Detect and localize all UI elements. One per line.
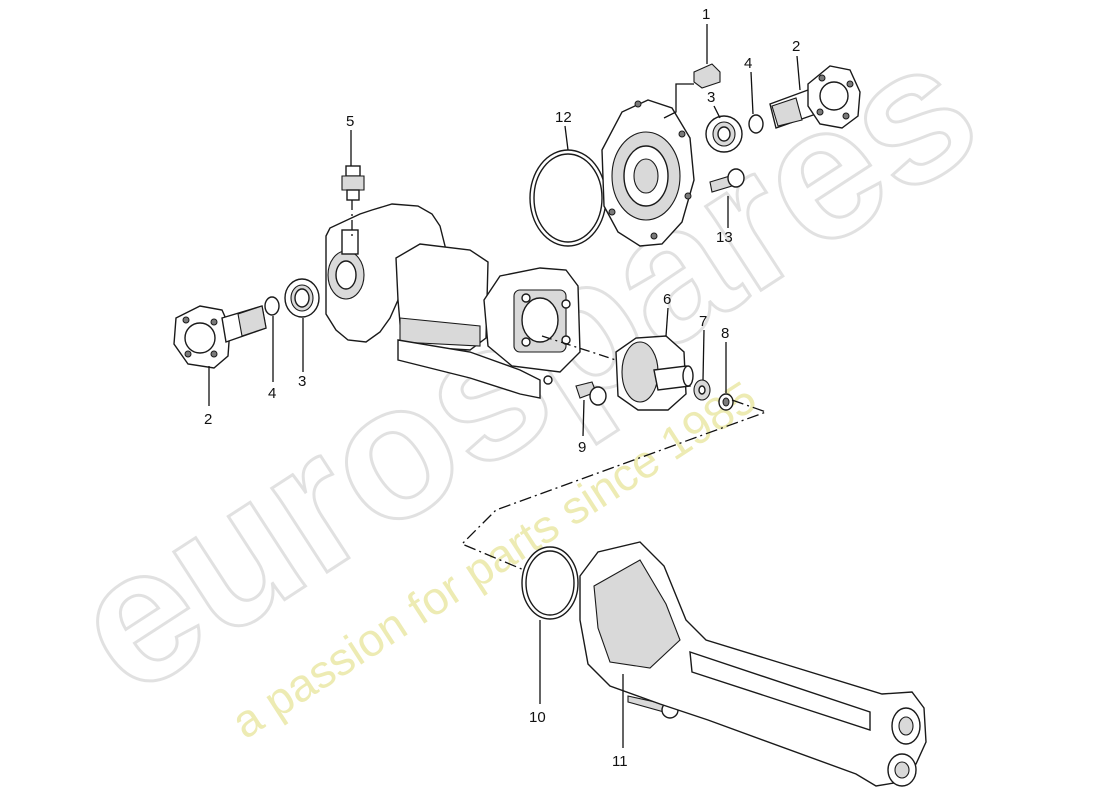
bearing-right-part-3[interactable] bbox=[705, 115, 743, 153]
bearing-cover[interactable] bbox=[601, 99, 695, 247]
leader-lines bbox=[208, 24, 801, 748]
callout-2-right: 2 bbox=[792, 38, 800, 55]
callout-13: 13 bbox=[716, 229, 733, 246]
bolt-part-13[interactable] bbox=[709, 168, 745, 193]
large-o-ring-part-12[interactable] bbox=[529, 149, 607, 247]
callout-2-left: 2 bbox=[204, 411, 212, 428]
callout-3-left: 3 bbox=[298, 373, 306, 390]
transaxle-tube[interactable] bbox=[579, 541, 927, 787]
nut-part-8[interactable] bbox=[718, 393, 734, 411]
o-ring-left-part-4[interactable] bbox=[264, 296, 280, 316]
callout-6: 6 bbox=[663, 291, 671, 308]
drain-plug-part-9[interactable] bbox=[575, 381, 607, 406]
o-ring-right-part-4[interactable] bbox=[748, 114, 764, 134]
callout-10: 10 bbox=[529, 709, 546, 726]
callout-11: 11 bbox=[612, 753, 628, 770]
transmission-housing[interactable] bbox=[325, 203, 581, 399]
callout-8: 8 bbox=[721, 325, 729, 342]
callout-4-right: 4 bbox=[744, 55, 752, 72]
washer-part-7[interactable] bbox=[693, 379, 711, 401]
callout-7: 7 bbox=[699, 313, 707, 330]
o-ring-lower-part-10[interactable] bbox=[521, 546, 579, 620]
gear-drum-part-6[interactable] bbox=[615, 335, 694, 411]
callout-12: 12 bbox=[555, 109, 572, 126]
plug-part-1[interactable] bbox=[693, 63, 721, 89]
callout-9: 9 bbox=[578, 439, 586, 456]
drive-flange-left-part-2[interactable] bbox=[173, 305, 267, 369]
drive-flange-right-part-2[interactable] bbox=[769, 65, 861, 129]
bearing-left-part-3[interactable] bbox=[284, 278, 320, 318]
vent-plug-part-5[interactable] bbox=[341, 165, 365, 201]
callout-5: 5 bbox=[346, 113, 354, 130]
callout-1: 1 bbox=[702, 6, 710, 23]
callout-4-left: 4 bbox=[268, 385, 276, 402]
callout-numbers: 1 2 4 3 5 12 13 6 7 8 2 4 3 9 10 11 bbox=[204, 6, 800, 770]
callout-3-right: 3 bbox=[707, 89, 715, 106]
